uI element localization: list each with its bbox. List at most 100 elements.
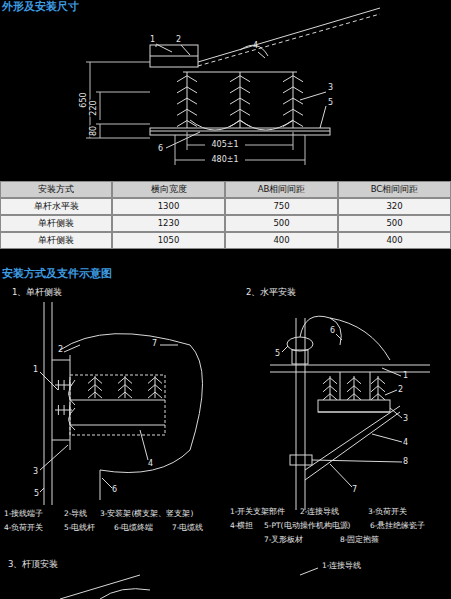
insulator-shed xyxy=(283,109,303,115)
insulator-shed xyxy=(323,386,337,392)
insulator-shed xyxy=(371,394,385,400)
insulator-shed xyxy=(177,121,197,127)
callout-number: 5 xyxy=(34,490,39,499)
callout-number: 1 xyxy=(403,372,408,381)
callout-number: 8 xyxy=(403,458,408,467)
callout-number: 7 xyxy=(352,486,357,495)
legend-item: 3-负荷开关 xyxy=(368,508,407,516)
subfigure-title: 1、单杆侧装 xyxy=(12,288,62,297)
legend-item: 5-PT(电动操作机构电源) xyxy=(264,522,350,530)
insulator-core xyxy=(378,376,379,400)
table-cell: 单杆侧装 xyxy=(0,215,112,232)
table-header-cell: 安装方式 xyxy=(0,181,112,198)
insulator-shed xyxy=(177,98,197,104)
insulator-shed xyxy=(230,98,250,104)
dimension-label: 220 xyxy=(90,99,99,116)
insulator-shed xyxy=(371,378,385,384)
insulator-shed xyxy=(64,380,65,390)
table-cell: 400 xyxy=(338,232,451,249)
dimension-label: 480±1 xyxy=(209,156,240,165)
legend-item: 6-悬挂绝缘瓷子 xyxy=(370,522,425,530)
legend-item: 1-开关支架部件 xyxy=(230,508,285,516)
legend-item: 4-负荷开关 xyxy=(4,524,43,532)
table-cell: 320 xyxy=(338,198,451,215)
insulator-shed xyxy=(69,405,70,415)
callout-number: 2 xyxy=(398,386,403,395)
insulator-shed xyxy=(230,87,250,93)
table-cell: 750 xyxy=(225,198,338,215)
callout-number: 4 xyxy=(253,42,258,51)
table-cell: 1050 xyxy=(112,232,225,249)
legend-item: 8-固定抱箍 xyxy=(340,536,379,544)
callout-number: 6 xyxy=(330,327,335,336)
insulator-shed xyxy=(118,392,132,398)
dimension-label: 650 xyxy=(80,91,89,108)
callout-number: 2 xyxy=(176,36,181,45)
dimension-label: 405±1 xyxy=(209,141,240,150)
legend-item: 1-接线端子 xyxy=(4,510,43,518)
insulator-shed xyxy=(347,378,361,384)
section-heading: 安装方式及支件示意图 xyxy=(2,268,112,280)
insulator-shed xyxy=(323,394,337,400)
table-header-cell: AB相间间距 xyxy=(225,181,338,198)
legend-item: 2-导线 xyxy=(64,510,87,518)
callout-number: 1 xyxy=(150,36,155,45)
legend-item: 1-连接导线 xyxy=(322,562,361,570)
insulator-shed xyxy=(347,394,361,400)
insulator-shed xyxy=(283,76,303,82)
table-cell: 单杆侧装 xyxy=(0,232,112,249)
table-cell: 500 xyxy=(225,215,338,232)
callout-number: 2 xyxy=(58,346,63,355)
table-header-cell: BC相间间距 xyxy=(338,181,451,198)
insulator-shed xyxy=(230,121,250,127)
dimension-label: 80 xyxy=(90,125,99,137)
callout-number: 7 xyxy=(152,340,157,349)
insulator-shed xyxy=(118,385,132,391)
legend-item: 6-电缆终端 xyxy=(114,524,153,532)
insulator-shed xyxy=(177,76,197,82)
insulator-shed xyxy=(64,405,65,415)
subfigure-title: 2、水平安装 xyxy=(246,288,296,297)
callout-number: 3 xyxy=(328,84,333,93)
callout-number: 4 xyxy=(148,460,153,469)
legend-item: 2-连接导线 xyxy=(300,508,339,516)
insulator-shed xyxy=(371,386,385,392)
insulator-shed xyxy=(58,380,59,390)
insulator-shed xyxy=(88,392,102,398)
insulator-shed xyxy=(148,392,162,398)
insulator-shed xyxy=(69,380,70,390)
insulator-shed xyxy=(118,377,132,383)
callout-number: 5 xyxy=(328,99,333,108)
legend-item: 3-安装架(横支架、竖支架) xyxy=(100,510,193,518)
section-title: 外形及安装尺寸 xyxy=(2,1,79,13)
table-cell: 500 xyxy=(338,215,451,232)
table-header-cell: 横向宽度 xyxy=(112,181,225,198)
legend-item: 4-横担 xyxy=(230,522,253,530)
table-cell: 400 xyxy=(225,232,338,249)
table-cell: 单杆水平装 xyxy=(0,198,112,215)
callout-number: 3 xyxy=(403,415,408,424)
table-cell: 1300 xyxy=(112,198,225,215)
insulator-shed xyxy=(58,405,59,415)
insulator-core xyxy=(95,376,96,398)
legend-item: 5-电线杆 xyxy=(64,524,95,532)
insulator-shed xyxy=(283,98,303,104)
insulator-core xyxy=(187,72,188,128)
callout-number: 5 xyxy=(275,350,280,359)
callout-number: 4 xyxy=(403,439,408,448)
legend-item: 7-电缆线 xyxy=(172,524,203,532)
callout-number: 3 xyxy=(33,468,38,477)
insulator-core xyxy=(125,376,126,398)
insulator-core xyxy=(354,376,355,400)
insulator-core xyxy=(240,72,241,128)
table-cell: 1230 xyxy=(112,215,225,232)
insulator-shed xyxy=(283,121,303,127)
insulator-core xyxy=(330,376,331,400)
callout-number: 6 xyxy=(112,486,117,495)
insulator-shed xyxy=(88,377,102,383)
insulator-shed xyxy=(347,386,361,392)
insulator-shed xyxy=(230,76,250,82)
callout-number: 1 xyxy=(33,366,38,375)
insulator-shed xyxy=(230,109,250,115)
callout-number: 6 xyxy=(158,145,163,154)
